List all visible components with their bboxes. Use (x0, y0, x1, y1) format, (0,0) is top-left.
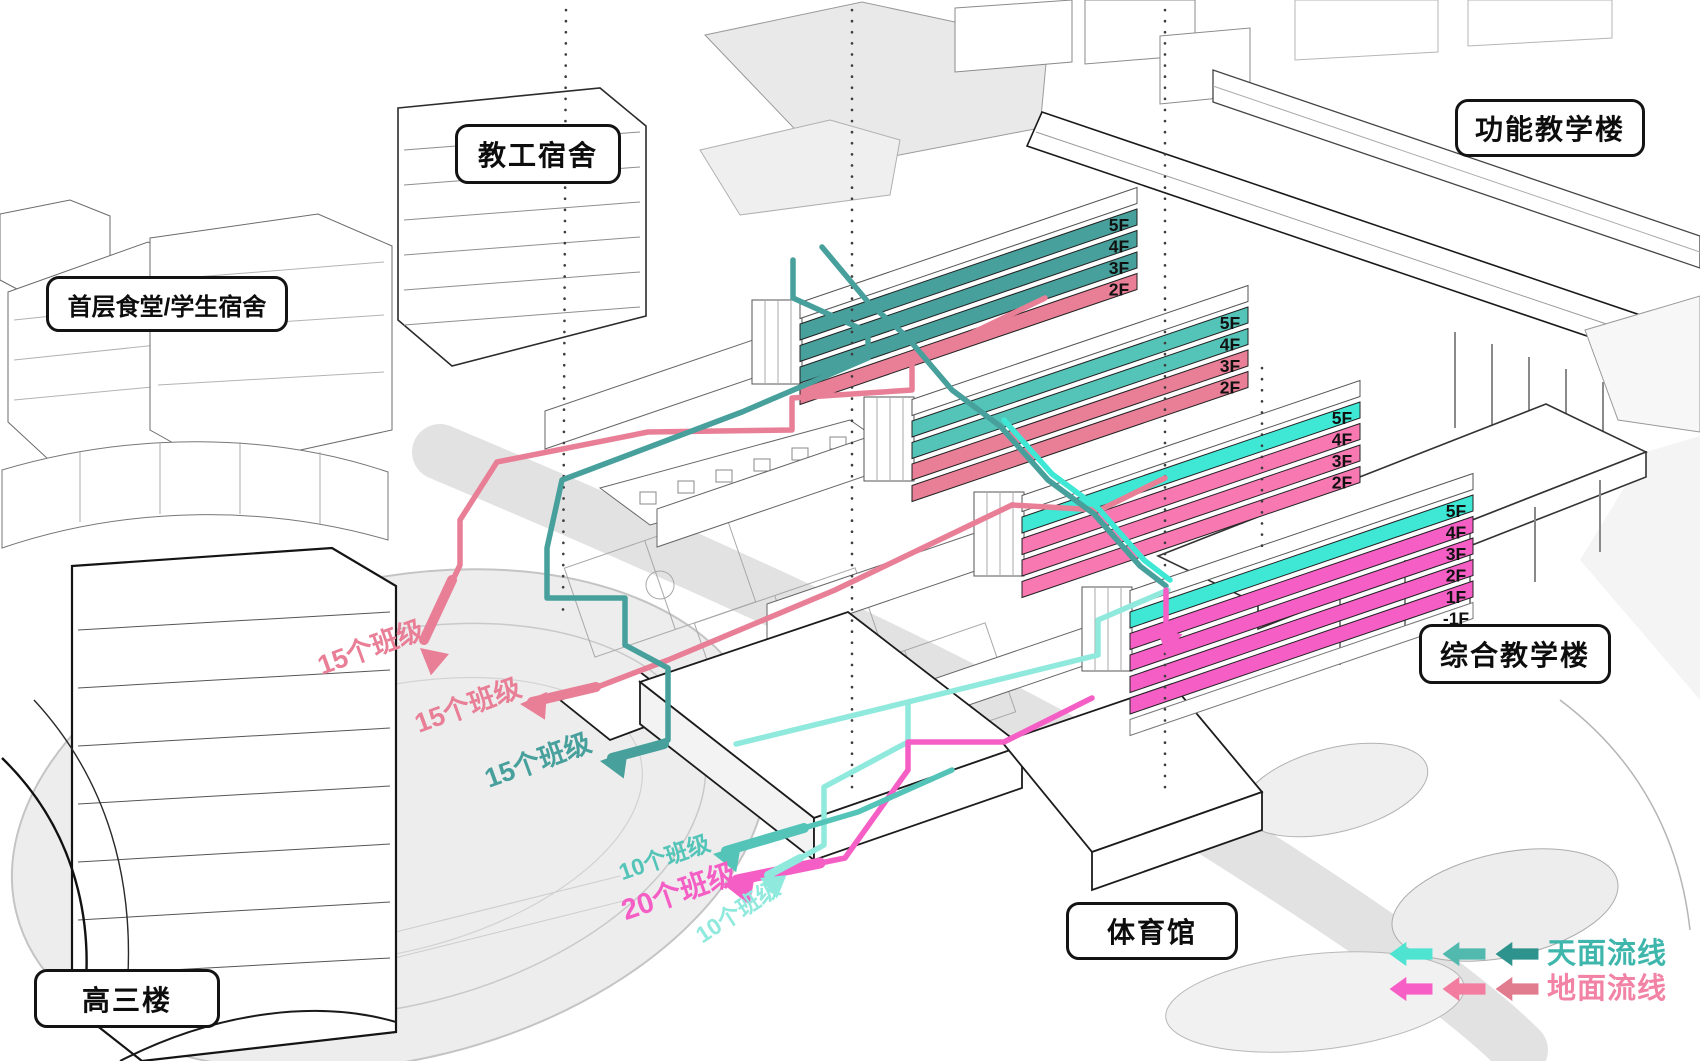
rose-terminal-1 (419, 575, 457, 645)
ground-flow-rose-1 (421, 295, 1048, 643)
wing2-2f-slab (911, 370, 1249, 503)
canteen-dorm-buildings (0, 199, 393, 549)
wing3-2f-slab (1021, 465, 1361, 599)
wing4-5f-slab (1129, 494, 1474, 629)
wing4-5f-label: 5F (1446, 501, 1467, 521)
wing1-3f-slab (799, 251, 1138, 384)
roof-flow-teal-branch (544, 257, 871, 761)
legend-roof-label: 天面流线 (1547, 938, 1668, 970)
skylight-corridor (598, 419, 902, 526)
legend-ground-row: 地面流线 (1388, 974, 1667, 1004)
wing4-2f-label: 2F (1446, 566, 1467, 586)
wing2-5f-label: 5F (1220, 313, 1241, 333)
wing4-1f-slab (1129, 580, 1474, 715)
roof-flow-cyan-bright (1001, 417, 1173, 583)
wing1-3f-label: 3F (1109, 258, 1130, 278)
function-teaching-building (1025, 69, 1700, 462)
cyan-pale-terminal (764, 854, 804, 879)
wing1-4f-slab (799, 229, 1138, 363)
legend-roof-row: 天面流线 (1388, 939, 1667, 969)
label-gymnasium: 体育馆 (1066, 902, 1238, 960)
label-comprehensive-teaching-building: 综合教学楼 (1419, 624, 1611, 684)
legend-ground-label: 地面流线 (1547, 973, 1668, 1005)
wing1-5f-label: 5F (1109, 215, 1130, 235)
wing2-5f-slab (911, 306, 1249, 438)
wing4-3f-slab (1129, 537, 1474, 672)
ground-arrow-dark-icon (1495, 976, 1539, 1002)
wing3-2f-label: 2F (1332, 473, 1353, 493)
wing1-5f-slab (799, 208, 1138, 341)
wing3-5f-slab (1021, 401, 1361, 534)
wing2-2f-label: 2F (1220, 378, 1241, 398)
wing-walkways (544, 323, 1131, 738)
label-function-teaching-building: 功能教学楼 (1455, 99, 1645, 157)
gymnasium-volumes (558, 610, 1264, 892)
wing-1-slabs (799, 186, 1138, 406)
label-senior-three-building: 高三楼 (34, 969, 220, 1028)
ground-flow-magenta (734, 695, 1095, 883)
wing1-2f-slab (799, 272, 1138, 406)
wing2-3f-label: 3F (1220, 356, 1241, 376)
roof-arrow-light-icon (1389, 941, 1433, 967)
top-right-blocks (954, 0, 1613, 105)
teaching-wings (799, 186, 1474, 737)
roof-flow-teal-main (819, 244, 1169, 589)
dotted-reference-lines (561, 8, 1264, 790)
wing3-4f-label: 4F (1332, 430, 1353, 450)
wing4-4f-label: 4F (1446, 523, 1467, 543)
wing2-4f-label: 4F (1220, 335, 1241, 355)
wing2-3f-slab (911, 349, 1249, 481)
wing4-2f-slab (1129, 558, 1474, 694)
ground-arrow-bright-icon (1389, 976, 1433, 1002)
wing4-b1f-slab (1129, 601, 1474, 737)
wing1-2f-label: 2F (1109, 280, 1130, 300)
wing3-3f-label: 3F (1332, 451, 1353, 471)
legend: 天面流线 地面流线 (1388, 939, 1667, 1004)
roof-flow-cyan-pale-branch (733, 699, 911, 747)
wing4-3f-label: 3F (1446, 544, 1467, 564)
senior-three-tower (1, 546, 398, 1061)
wing4-1f-label: 1F (1446, 587, 1467, 607)
wing3-5f-label: 5F (1332, 408, 1353, 428)
wing-4-slabs (1129, 472, 1474, 737)
label-staff-dormitory: 教工宿舍 (455, 124, 621, 184)
roof-arrow-dark-icon (1495, 941, 1539, 967)
wing4-b1f-label: -1F (1443, 609, 1470, 629)
ground-arrow-medium-icon (1442, 976, 1486, 1002)
wing3-3f-slab (1021, 444, 1361, 577)
floor-labels: 5F 4F 3F 2F 5F 4F 3F 2F 5F 4F 3F 2F 5F 4… (1109, 215, 1470, 629)
roof-arrow-medium-icon (1442, 941, 1486, 967)
wing4-4f-slab (1129, 515, 1474, 651)
label-canteen-student-dormitory: 首层食堂/学生宿舍 (46, 276, 288, 332)
wing1-4f-label: 4F (1109, 237, 1130, 257)
